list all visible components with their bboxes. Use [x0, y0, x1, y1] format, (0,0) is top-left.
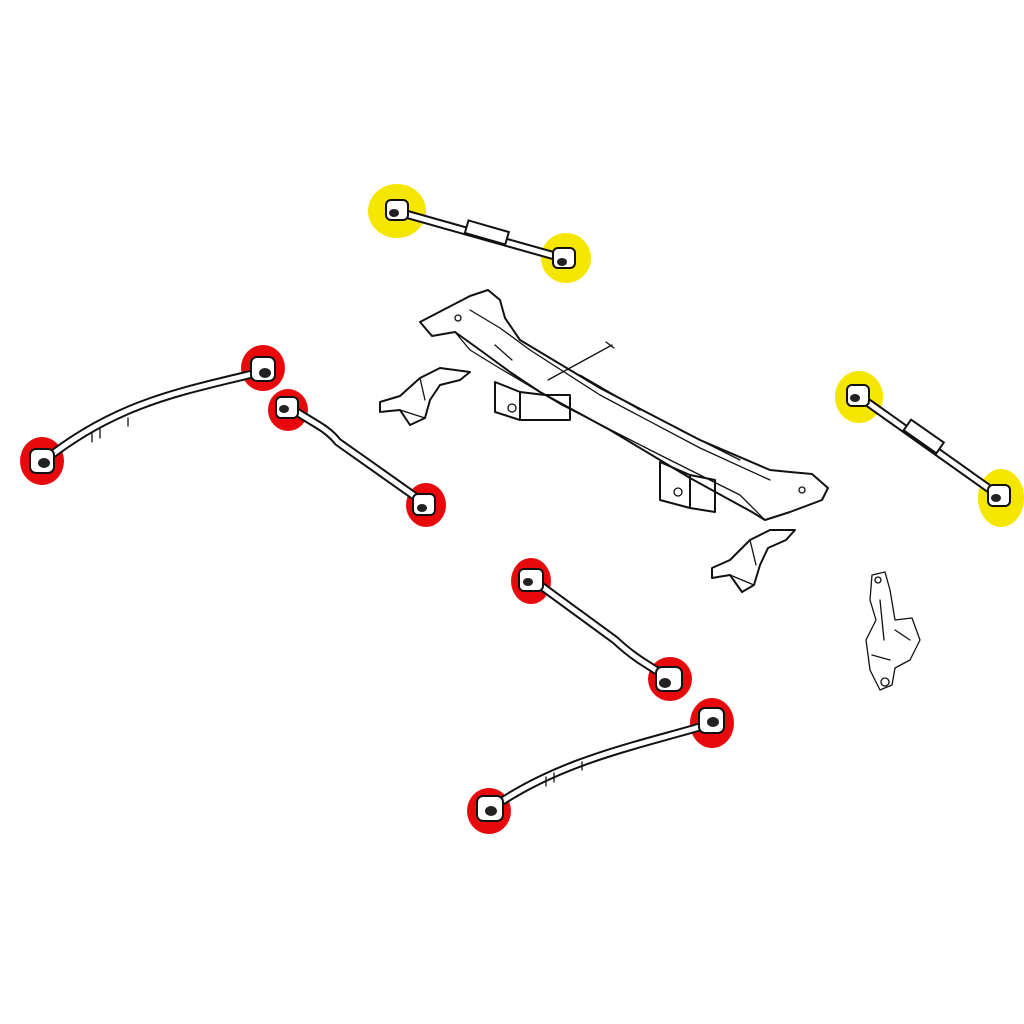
lower-lateral-link-left — [275, 396, 436, 516]
rear-crossmember — [419, 289, 829, 521]
red-highlights — [20, 345, 734, 834]
mounting-bracket-right — [711, 529, 796, 593]
mounting-bracket-left — [379, 367, 471, 426]
upper-adjustable-link-left — [385, 199, 576, 269]
lower-trailing-arm-right — [476, 707, 725, 822]
upper-adjustable-link-right — [846, 384, 1011, 507]
lower-trailing-arm-left — [29, 356, 276, 474]
lower-lateral-link-right — [518, 568, 683, 692]
rear-knuckle — [865, 571, 921, 691]
